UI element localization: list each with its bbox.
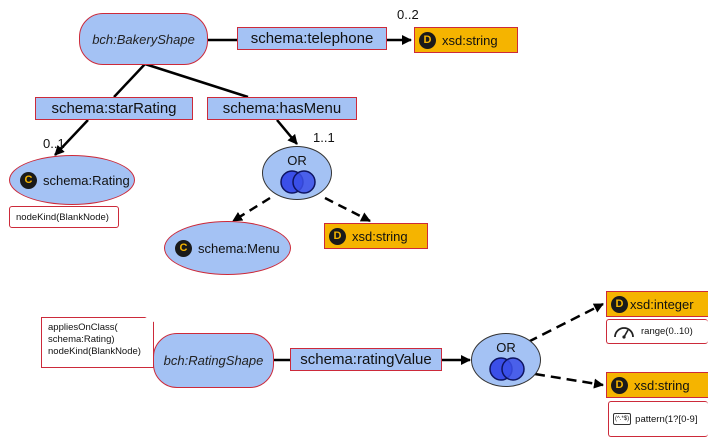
note-line: appliesOnClass( [48, 322, 118, 333]
edge-or-menu [232, 196, 271, 223]
rating-nodekind-constraint: nodeKind(BlankNode) [9, 206, 119, 228]
class-badge-icon: C [175, 239, 192, 257]
bakery-shape-node[interactable]: bch:BakeryShape [79, 13, 208, 65]
note-line: nodeKind(BlankNode) [48, 346, 141, 357]
edge-or-integer [527, 302, 604, 344]
edge-bakery-starrating [54, 63, 146, 156]
rating-class-label: schema:Rating [43, 172, 130, 188]
venn-icon [489, 357, 525, 381]
ratingvalue-property[interactable]: schema:ratingValue [290, 348, 442, 371]
hasmenu-or-node[interactable]: OR [262, 146, 332, 200]
datatype-badge-icon: D [419, 31, 436, 49]
datatype-badge-icon: D [329, 227, 346, 245]
menu-class-label: schema:Menu [198, 240, 280, 256]
telephone-property[interactable]: schema:telephone [237, 27, 387, 50]
menu-class-node[interactable]: C schema:Menu [164, 221, 291, 275]
hasmenu-cardinality: 1..1 [313, 130, 335, 145]
datatype-badge-icon: D [611, 295, 628, 313]
hasmenu-string-datatype[interactable]: D xsd:string [324, 223, 428, 249]
telephone-cardinality: 0..2 [397, 7, 419, 22]
datatype-badge-icon: D [611, 376, 628, 394]
class-badge-icon: C [20, 171, 37, 189]
starrating-property[interactable]: schema:starRating [35, 97, 193, 120]
pattern-constraint-text: pattern(1?[0-9] [635, 413, 698, 425]
rating-nodekind-text: nodeKind(BlankNode) [16, 211, 109, 223]
telephone-datatype[interactable]: D xsd:string [414, 27, 518, 53]
venn-icon [280, 170, 316, 194]
xsdstring-datatype-label: xsd:string [634, 377, 690, 393]
gauge-icon [614, 326, 634, 339]
edge-or-string [324, 196, 371, 223]
telephone-datatype-label: xsd:string [442, 32, 498, 48]
rating-shape-node[interactable]: bch:RatingShape [153, 333, 274, 388]
pattern-constraint: (^.*$) pattern(1?[0-9] [608, 401, 708, 437]
hasmenu-string-label: xsd:string [352, 228, 408, 244]
integer-datatype[interactable]: D xsd:integer [606, 291, 708, 317]
or-label: OR [287, 153, 307, 168]
or-label: OR [496, 340, 516, 355]
ratingvalue-or-node[interactable]: OR [471, 333, 541, 387]
regex-icon: (^.*$) [613, 413, 632, 425]
note-line: schema:Rating) [48, 334, 115, 345]
edge-bakery-hasmenu [144, 62, 298, 145]
range-constraint: range(0..10) [606, 319, 708, 344]
edge-or-xsdstring [534, 372, 604, 389]
rating-shape-note: appliesOnClass( schema:Rating) nodeKind(… [41, 317, 154, 368]
starrating-cardinality: 0..1 [43, 136, 65, 151]
hasmenu-property[interactable]: schema:hasMenu [207, 97, 357, 120]
range-constraint-text: range(0..10) [641, 326, 693, 337]
integer-datatype-label: xsd:integer [630, 296, 694, 312]
xsdstring-datatype[interactable]: D xsd:string [606, 372, 708, 398]
rating-class-node[interactable]: C schema:Rating [9, 155, 135, 205]
